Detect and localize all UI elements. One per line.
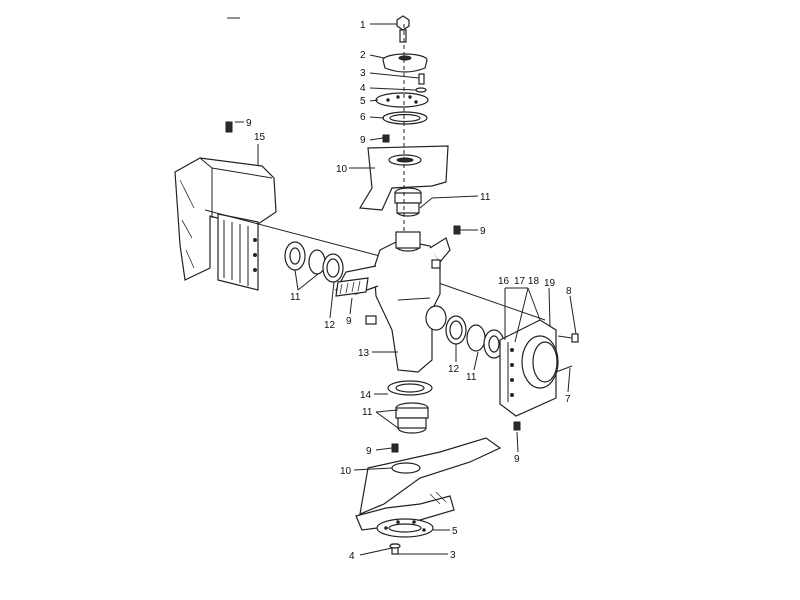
- callout-9-flange: 9: [514, 454, 520, 465]
- part-lower-arm: [359, 437, 502, 515]
- part-grease-nipple-e: [391, 443, 399, 453]
- callout-12-left: 12: [324, 320, 336, 331]
- callout-17-18: 17 18: [514, 276, 539, 287]
- part-pin-7: [555, 365, 573, 373]
- callout-9-center: 9: [346, 316, 352, 327]
- part-grease-nipple-c: [453, 225, 461, 235]
- callout-16: 16: [498, 276, 510, 287]
- callout-1: 1: [360, 20, 366, 31]
- part-top-cap: [382, 53, 428, 73]
- callout-11-right: 11: [466, 372, 477, 383]
- callout-10-lower: 10: [340, 466, 352, 477]
- callout-4: 4: [360, 83, 366, 94]
- callout-15: 15: [254, 132, 266, 143]
- callout-9-lower: 9: [366, 446, 372, 457]
- part-hatched-tongue: [335, 277, 369, 297]
- part-bearing-lower: [395, 402, 429, 434]
- part-plate: [375, 92, 429, 108]
- callout-19: 19: [544, 278, 556, 289]
- part-gasket: [382, 111, 428, 125]
- callout-11-lower: 11: [362, 407, 373, 418]
- leader-lines: [235, 23, 577, 556]
- callout-10-top: 10: [336, 164, 348, 175]
- part-small-bolt: [415, 73, 427, 93]
- callout-3-lower: 3: [450, 550, 456, 561]
- callout-5: 5: [360, 96, 366, 107]
- callout-9-left: 9: [246, 118, 252, 129]
- callout-12-right: 12: [448, 364, 460, 375]
- part-seal-rings-left: [284, 241, 344, 283]
- part-ring-14: [387, 380, 433, 396]
- part-seal-rings-right: [445, 315, 505, 359]
- part-central-body: [335, 231, 451, 373]
- part-grease-nipple-a: [382, 134, 390, 143]
- axis-line-left: [204, 209, 396, 261]
- callout-4-lower: 4: [349, 551, 355, 562]
- part-bolt-8: [557, 333, 579, 343]
- part-bolt-top: [396, 15, 410, 43]
- part-grease-nipple-b: [225, 121, 233, 133]
- callout-2: 2: [360, 50, 366, 61]
- part-small-block: [365, 259, 441, 325]
- callout-13: 13: [358, 348, 370, 359]
- part-grease-nipple-d: [513, 421, 521, 431]
- part-lower-bracket: [355, 491, 455, 531]
- callout-11-top: 11: [480, 192, 491, 203]
- callout-9-right: 9: [480, 226, 486, 237]
- callout-9-top: 9: [360, 135, 366, 146]
- part-ribbed-plate: [217, 213, 259, 291]
- part-bottom-bolt: [389, 543, 401, 555]
- part-bottom-plate: [376, 518, 434, 538]
- callout-3: 3: [360, 68, 366, 79]
- callout-8: 8: [566, 286, 572, 297]
- part-end-cover: [521, 335, 559, 389]
- callout-5-lower: 5: [452, 526, 458, 537]
- callout-7: 7: [565, 394, 571, 405]
- part-bearing-upper: [394, 187, 422, 217]
- axis-line-right: [429, 279, 546, 321]
- callout-6: 6: [360, 112, 366, 123]
- callout-11-left: 11: [290, 292, 301, 303]
- callout-14: 14: [360, 390, 372, 401]
